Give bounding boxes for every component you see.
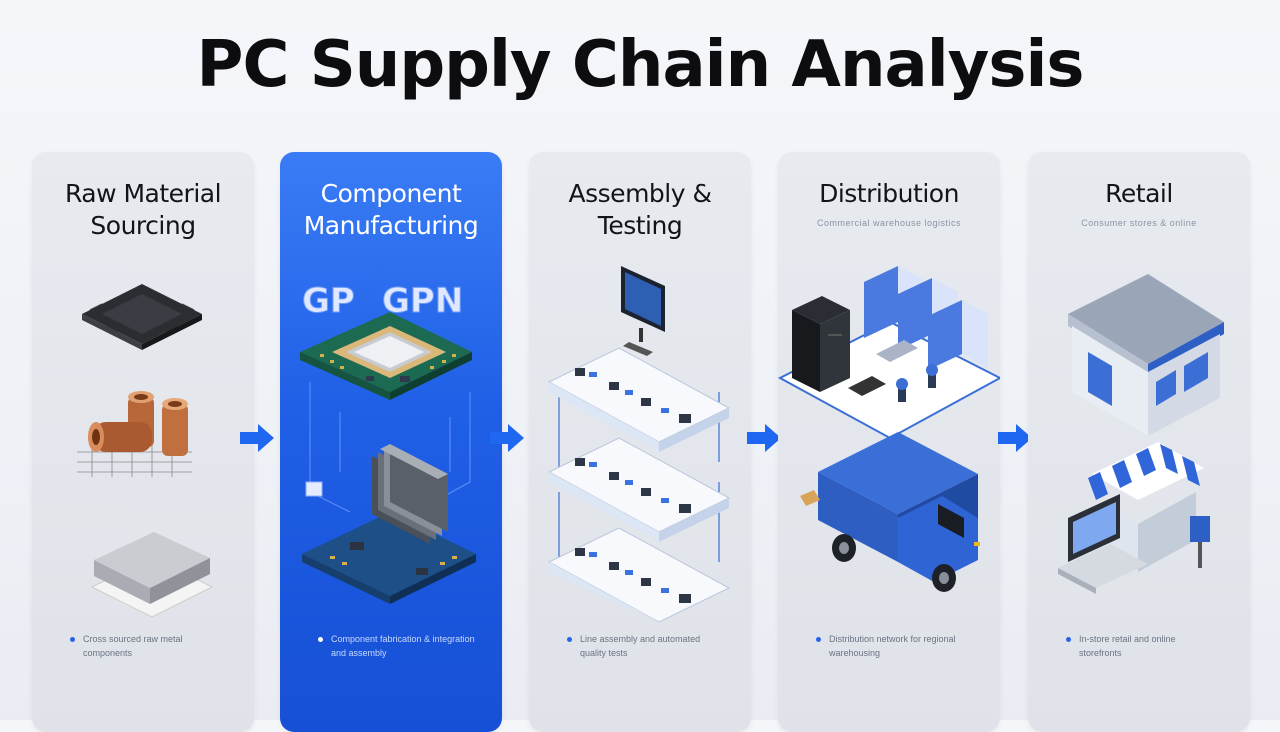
stage-title: Retail xyxy=(1038,178,1240,210)
bullet-text-line1: Distribution network for regional xyxy=(829,634,956,644)
stage-title-line1: Distribution xyxy=(788,178,990,210)
retail-illustration xyxy=(1028,242,1250,622)
arrow-right-icon xyxy=(238,418,278,458)
raw-materials-illustration xyxy=(32,242,254,622)
bullet-text-line2: quality tests xyxy=(567,648,628,658)
stage-title: Assembly & Testing xyxy=(539,178,741,242)
bullet-text-line2: warehousing xyxy=(816,648,880,658)
bullet-text-line1: Component fabrication & integration xyxy=(331,634,475,644)
stage-bullet: Component fabrication & integration and … xyxy=(318,632,482,660)
bullet-dot-icon xyxy=(1066,637,1071,642)
component-illustration: GP GPN xyxy=(280,242,502,622)
assembly-illustration xyxy=(529,242,751,622)
assembly-line-icon xyxy=(549,438,729,542)
stage-title: Raw Material Sourcing xyxy=(42,178,244,242)
stage-card-raw-material[interactable]: Raw Material Sourcing xyxy=(32,152,254,732)
server-rack-icon xyxy=(792,296,850,392)
assembly-line-icon xyxy=(549,348,729,452)
small-card-icon xyxy=(306,482,322,496)
bullet-text-line1: Line assembly and automated xyxy=(580,634,700,644)
stage-title-line2: Manufacturing xyxy=(290,210,492,242)
stage-bullet: Line assembly and automated quality test… xyxy=(567,632,731,660)
cpu-chip-icon xyxy=(82,284,202,350)
stage-title-line1: Assembly & xyxy=(539,178,741,210)
stage-card-retail[interactable]: Retail Consumer stores & online xyxy=(1028,152,1250,732)
stage-title: Distribution xyxy=(788,178,990,210)
bullet-text-line1: In-store retail and online xyxy=(1079,634,1176,644)
bullet-text-line2: and assembly xyxy=(318,648,387,658)
stage-title-line2: Testing xyxy=(539,210,741,242)
stage-bullet: In-store retail and online storefronts xyxy=(1066,632,1230,660)
bullet-text-line2: storefronts xyxy=(1066,648,1122,658)
bullet-text-line2: components xyxy=(70,648,132,658)
stage-card-component-manufacturing[interactable]: Component Manufacturing GP GPN xyxy=(280,152,502,732)
stage-subtitle: Consumer stores & online xyxy=(1050,218,1228,228)
gpu-board-icon xyxy=(300,312,472,400)
bullet-text-line1: Cross sourced raw metal xyxy=(83,634,183,644)
copper-pipes-icon xyxy=(77,391,192,477)
stage-bullet: Cross sourced raw metal components xyxy=(70,632,234,660)
delivery-truck-icon xyxy=(800,432,980,592)
stage-bullet: Distribution network for regional wareho… xyxy=(816,632,980,660)
chip-label-gp: GP xyxy=(302,281,355,321)
stage-title-line1: Retail xyxy=(1038,178,1240,210)
stage-title: Component Manufacturing xyxy=(290,178,492,242)
assembly-line-icon xyxy=(549,528,729,622)
bullet-dot-icon xyxy=(318,637,323,642)
stage-card-distribution[interactable]: Distribution Commercial warehouse logist… xyxy=(778,152,1000,732)
bullet-dot-icon xyxy=(816,637,821,642)
stage-subtitle: Commercial warehouse logistics xyxy=(800,218,978,228)
arrow-right-icon xyxy=(488,418,528,458)
stage-title-line1: Component xyxy=(290,178,492,210)
stage-title-line1: Raw Material xyxy=(42,178,244,210)
distribution-illustration xyxy=(778,242,1000,622)
bullet-dot-icon xyxy=(70,637,75,642)
stage-title-line2: Sourcing xyxy=(42,210,244,242)
stage-card-assembly-testing[interactable]: Assembly & Testing xyxy=(529,152,751,732)
store-building-icon xyxy=(1068,274,1224,436)
page-title: PC Supply Chain Analysis xyxy=(0,28,1280,102)
monitor-icon xyxy=(621,266,665,356)
bullet-dot-icon xyxy=(567,637,572,642)
metal-sheet-icon xyxy=(92,532,212,617)
